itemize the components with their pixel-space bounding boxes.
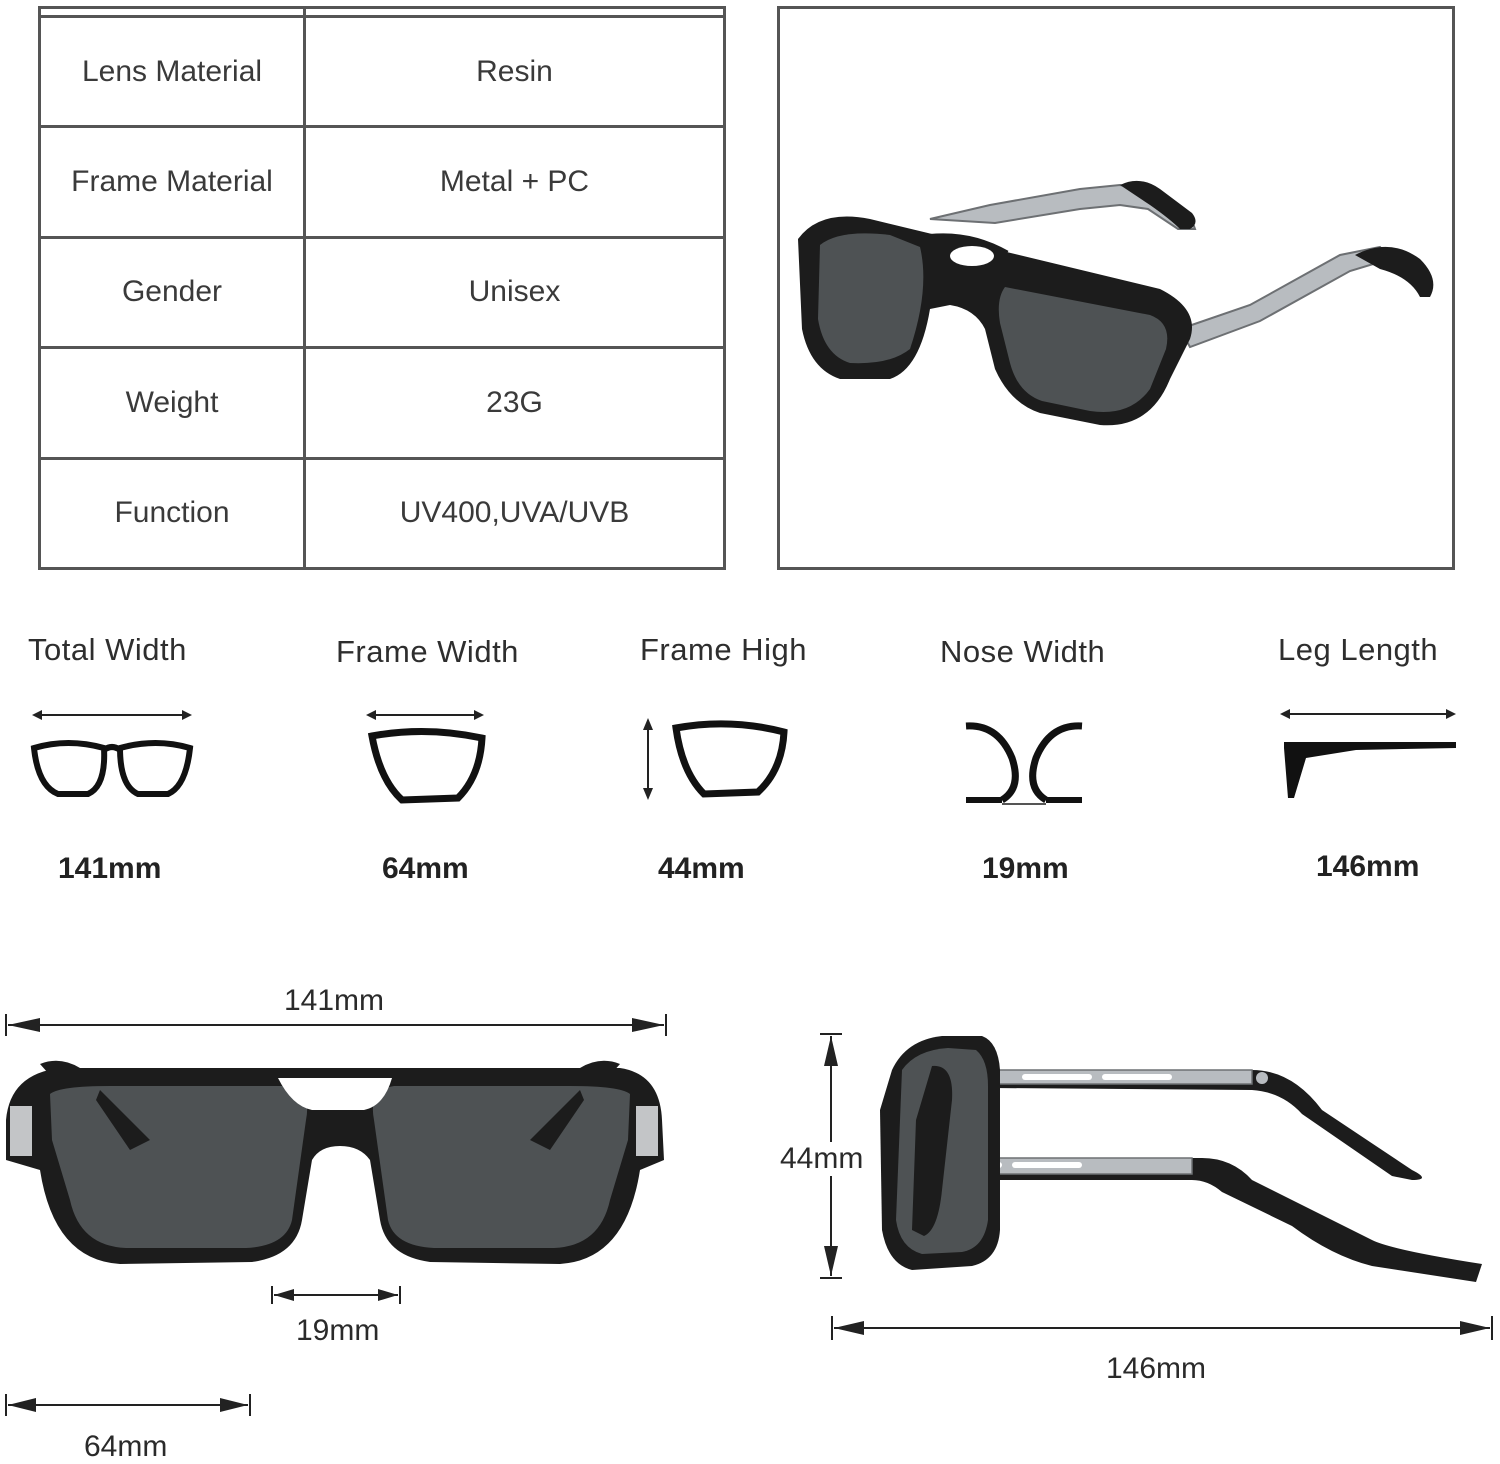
- spec-label: Lens Material: [38, 14, 306, 129]
- measure-value-nose-width: 19mm: [982, 852, 1069, 885]
- spec-label: Gender: [38, 235, 306, 350]
- spec-label: Weight: [38, 346, 306, 460]
- spec-row-frame-material: Frame Material Metal + PC: [38, 125, 726, 239]
- sunglasses-angled-illustration: [798, 180, 1434, 426]
- spec-header-row: [38, 6, 726, 18]
- spec-row-weight: Weight 23G: [38, 346, 726, 460]
- measure-value-total-width: 141mm: [58, 852, 162, 885]
- front-total-width-label: 141mm: [284, 984, 385, 1017]
- spec-row-lens-material: Lens Material Resin: [38, 14, 726, 129]
- spec-table: Lens Material Resin Frame Material Metal…: [38, 6, 726, 571]
- side-height-label: 44mm: [778, 1142, 866, 1176]
- measure-title-leg-length: Leg Length: [1278, 632, 1439, 667]
- spec-label: Frame Material: [38, 125, 306, 239]
- spec-value: 23G: [303, 346, 726, 460]
- measure-value-frame-high: 44mm: [658, 852, 745, 885]
- spec-value: Resin: [303, 14, 726, 129]
- measure-value-frame-width: 64mm: [382, 852, 469, 885]
- sunglasses-front-illustration: [6, 1060, 664, 1264]
- spec-header-label: [38, 6, 306, 18]
- product-photo: [777, 6, 1455, 570]
- side-length-label: 146mm: [1106, 1352, 1207, 1385]
- spec-value: UV400,UVA/UVB: [303, 456, 726, 571]
- measure-title-frame-width: Frame Width: [336, 634, 519, 669]
- frame-height-icon: [643, 718, 788, 800]
- frame-width-icon: [366, 710, 486, 804]
- measure-title-total-width: Total Width: [28, 632, 187, 667]
- front-total-width-arrow: [5, 1014, 667, 1036]
- spec-label: Function: [38, 456, 306, 571]
- nose-width-icon: [965, 722, 1083, 805]
- front-bridge-label: 19mm: [296, 1314, 380, 1347]
- spec-row-gender: Gender Unisex: [38, 235, 726, 350]
- sunglasses-side-illustration: [880, 1036, 1482, 1282]
- measure-value-leg-length: 146mm: [1316, 850, 1420, 883]
- measure-title-nose-width: Nose Width: [940, 634, 1106, 669]
- spec-value: Metal + PC: [303, 125, 726, 239]
- front-bridge-arrow: [271, 1286, 401, 1304]
- front-lens-width-label: 64mm: [84, 1430, 168, 1463]
- front-lens-width-arrow: [5, 1394, 251, 1416]
- spec-value: Unisex: [303, 235, 726, 350]
- leg-length-icon: [1280, 709, 1456, 798]
- measure-title-frame-high: Frame High: [640, 632, 807, 667]
- spec-header-value: [303, 6, 726, 18]
- spec-row-function: Function UV400,UVA/UVB: [38, 456, 726, 571]
- side-length-arrow: [831, 1316, 1493, 1340]
- total-width-icon: [30, 710, 194, 797]
